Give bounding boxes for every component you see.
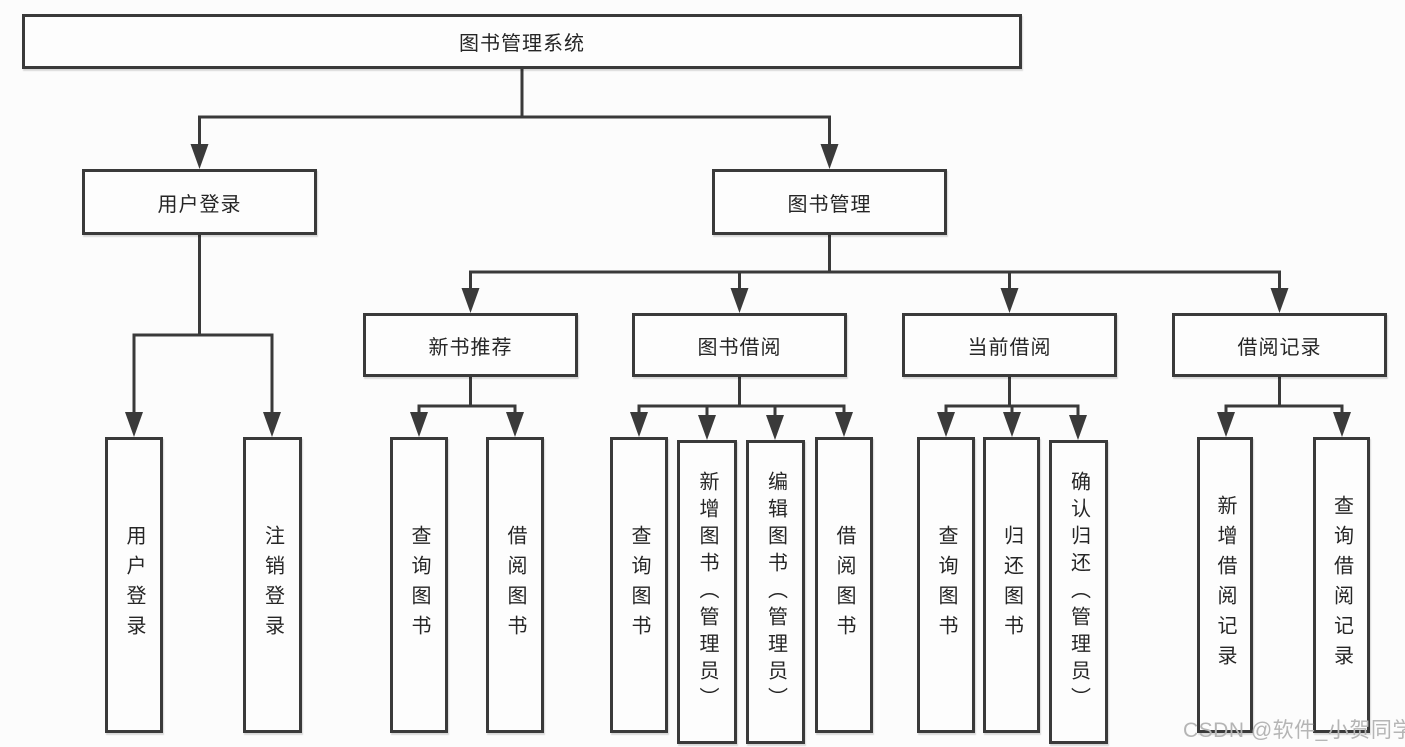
connector-bookborrow-to-leaves	[630, 375, 853, 440]
connector-root-to-level2	[190, 67, 839, 169]
node-label: 借阅记录	[1237, 336, 1322, 359]
leaf-add-book-admin: 新增图书（管理员）	[677, 440, 737, 744]
node-label: 查询借阅记录	[1330, 495, 1353, 675]
leaf-query-books: 查询图书	[390, 437, 448, 733]
node-label: 借阅图书	[504, 525, 526, 645]
arrowhead-icon	[630, 412, 648, 437]
arrowhead-icon	[125, 412, 143, 437]
leaf-user-login: 用户登录	[105, 437, 163, 733]
connector-bookmgmt-to-level3	[461, 233, 1289, 313]
leaf-borrow-books: 借阅图书	[486, 437, 544, 733]
node-borrow-records: 借阅记录	[1172, 313, 1387, 377]
leaf-edit-book-admin: 编辑图书（管理员）	[746, 440, 805, 744]
node-label: 归还图书	[1000, 525, 1023, 645]
node-current-borrow: 当前借阅	[902, 313, 1117, 377]
node-label: 图书管理	[787, 193, 872, 216]
arrowhead-icon	[190, 144, 209, 169]
arrowhead-icon	[730, 288, 749, 313]
node-label: 新书推荐	[428, 336, 513, 359]
leaf-query-borrow-record: 查询借阅记录	[1313, 437, 1370, 733]
node-label: 用户登录	[157, 193, 242, 216]
node-new-book-recommend: 新书推荐	[363, 313, 578, 377]
node-label: 确认归还（管理员）	[1067, 470, 1090, 714]
arrowhead-icon	[698, 415, 716, 440]
node-label: 查询图书	[408, 525, 430, 645]
leaf-query-books: 查询图书	[917, 437, 975, 733]
arrowhead-icon	[766, 415, 784, 440]
leaf-query-books: 查询图书	[610, 437, 668, 733]
arrowhead-icon	[937, 412, 955, 437]
leaf-logout: 注销登录	[243, 437, 302, 733]
arrowhead-icon	[1000, 288, 1019, 313]
arrowhead-icon	[820, 144, 839, 169]
leaf-add-borrow-record: 新增借阅记录	[1197, 437, 1253, 733]
node-label: 当前借阅	[967, 336, 1052, 359]
node-book-borrow: 图书借阅	[632, 313, 847, 377]
arrowhead-icon	[1270, 288, 1289, 313]
connector-userlogin-to-leaves	[125, 233, 281, 437]
node-user-login: 用户登录	[82, 169, 317, 235]
connector-newbook-to-leaves	[410, 375, 524, 437]
connector-borrowrecords-to-leaves	[1217, 375, 1351, 437]
node-label: 图书借阅	[697, 336, 782, 359]
node-label: 编辑图书（管理员）	[764, 470, 787, 714]
node-library-system: 图书管理系统	[22, 14, 1022, 69]
node-label: 查询图书	[628, 525, 650, 645]
arrowhead-icon	[1333, 412, 1351, 437]
arrowhead-icon	[1069, 415, 1087, 440]
arrowhead-icon	[461, 288, 480, 313]
arrowhead-icon	[506, 412, 524, 437]
leaf-confirm-return-admin: 确认归还（管理员）	[1049, 440, 1108, 744]
node-label: 新增图书（管理员）	[696, 470, 718, 714]
leaf-return-books: 归还图书	[983, 437, 1040, 733]
arrowhead-icon	[1217, 412, 1235, 437]
connector-currentborrow-to-leaves	[937, 375, 1087, 440]
node-label: 新增借阅记录	[1214, 495, 1236, 675]
node-label: 注销登录	[261, 525, 284, 645]
arrowhead-icon	[835, 412, 853, 437]
node-label: 图书管理系统	[459, 33, 585, 55]
arrowhead-icon	[410, 412, 428, 437]
node-book-management: 图书管理	[712, 169, 947, 235]
arrowhead-icon	[263, 412, 281, 437]
arrowhead-icon	[1003, 412, 1021, 437]
node-label: 查询图书	[935, 525, 957, 645]
csdn-watermark: CSDN @软件_小贺同学	[1183, 719, 1405, 742]
node-label: 用户登录	[123, 525, 145, 645]
node-label: 借阅图书	[833, 525, 855, 645]
leaf-borrow-books: 借阅图书	[815, 437, 873, 733]
